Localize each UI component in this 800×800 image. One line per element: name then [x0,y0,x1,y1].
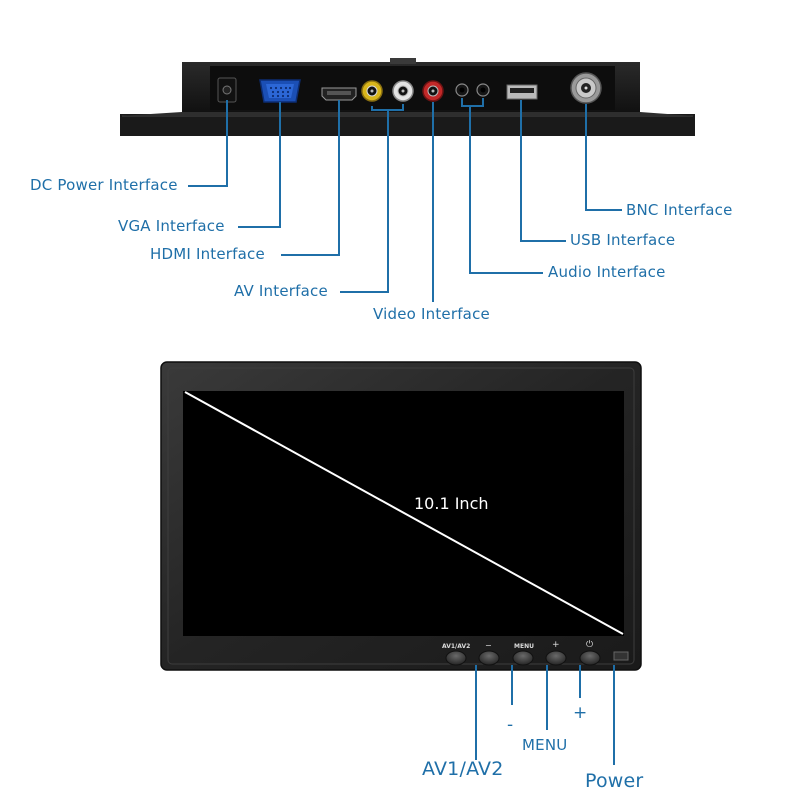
usb-port [506,84,538,100]
av-label: AV Interface [234,282,328,300]
dc-power-port [217,77,237,103]
power-callout-label: Power [585,770,644,792]
video-rca-port-white [392,80,414,102]
vga-line [238,102,281,228]
screen-size-label: 10.1 Inch [414,494,489,513]
rear-panel [120,58,695,136]
minus-callout-label: - [507,715,514,735]
minus-button[interactable] [478,650,500,666]
power-button[interactable] [579,650,601,666]
av-button-label: AV1/AV2 [442,643,471,650]
av-callout-label: AV1/AV2 [422,758,504,780]
av-rca-port [361,80,383,102]
minus-button-label: − [485,641,492,650]
menu-callout-label: MENU [522,736,568,754]
usb-label: USB Interface [570,231,676,249]
menu-button[interactable] [512,650,534,666]
rear-callout-lines [188,98,622,302]
front-monitor [160,361,642,671]
front-callout-lines [475,665,615,765]
screen-diagonal [184,391,624,635]
plus-button-label: + [552,640,560,650]
video-rca-port-red [422,80,444,102]
bnc-label: BNC Interface [626,201,733,219]
av-button[interactable] [445,650,467,666]
video-label: Video Interface [373,305,490,323]
vga-label: VGA Interface [118,217,225,235]
plus-callout-label: + [573,703,588,723]
bnc-port [570,72,602,104]
audio-ports [455,83,490,97]
plus-button[interactable] [545,650,567,666]
usb-line [520,100,566,242]
audio-connector-line [470,98,484,107]
menu-button-label: MENU [514,643,534,650]
dc-power-line [188,100,228,187]
rear-panel-body [120,114,695,136]
hdmi-line [281,100,340,256]
hdmi-port [321,87,357,101]
power-icon: ⏻ [586,640,594,650]
power-led-indicator [613,651,629,661]
hdmi-label: HDMI Interface [150,245,265,263]
dc-power-label: DC Power Interface [30,176,178,194]
audio-av-connector-line [388,104,404,111]
vga-port [259,79,301,103]
bnc-line [585,104,622,211]
audio-label: Audio Interface [548,263,666,281]
